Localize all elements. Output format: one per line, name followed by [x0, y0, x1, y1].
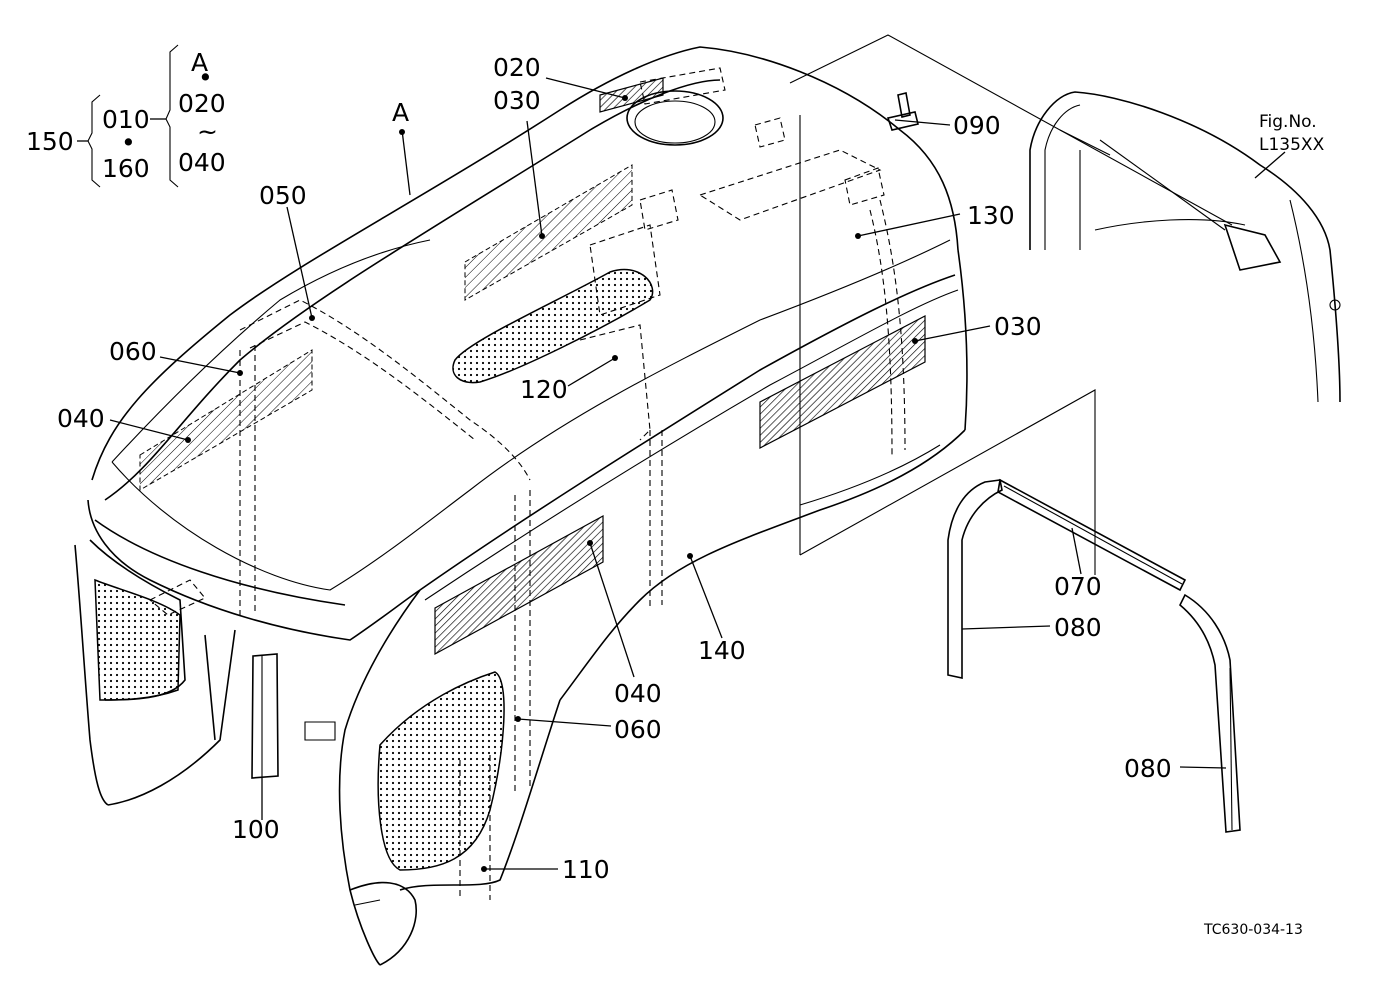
label-160: 160 — [102, 154, 150, 183]
label-040-group: 040 — [178, 148, 226, 177]
reference-view-frame — [1029, 91, 1341, 403]
label-130: 130 — [967, 201, 1015, 230]
label-050: 050 — [259, 181, 307, 210]
label-fig-no-value: L135XX — [1259, 135, 1325, 155]
label-bullet-2: • — [121, 128, 136, 157]
label-150: 150 — [26, 127, 74, 156]
leader-lines — [77, 77, 1286, 870]
label-040-lower: 040 — [614, 679, 662, 708]
label-tilde: ~ — [197, 117, 218, 146]
label-080-lower: 080 — [1124, 754, 1172, 783]
group-brackets — [87, 44, 179, 188]
cab-roof — [74, 46, 968, 966]
label-100: 100 — [232, 815, 280, 844]
explosion-lines — [789, 34, 1233, 575]
labels: A • 020 ~ 040 010 • 160 150 A 020 030 05… — [26, 48, 1325, 938]
label-010: 010 — [102, 105, 150, 134]
label-a-roof: A — [392, 98, 409, 127]
label-020: 020 — [493, 53, 541, 82]
bolt-090 — [886, 92, 919, 131]
label-a-group: A — [191, 48, 208, 77]
label-110: 110 — [562, 855, 610, 884]
label-140: 140 — [698, 636, 746, 665]
label-060-left: 060 — [109, 337, 157, 366]
label-090: 090 — [953, 111, 1001, 140]
label-060-lower: 060 — [614, 715, 662, 744]
label-030-right: 030 — [994, 312, 1042, 341]
label-070: 070 — [1054, 572, 1102, 601]
label-120: 120 — [520, 375, 568, 404]
label-fig-no: Fig.No. — [1259, 112, 1317, 132]
label-bullet-1: • — [198, 63, 213, 92]
drawing-reference: TC630-034-13 — [1203, 922, 1303, 938]
seal-parts — [947, 478, 1241, 833]
label-030-top: 030 — [493, 86, 541, 115]
label-080-upper: 080 — [1054, 613, 1102, 642]
label-040-left: 040 — [57, 404, 105, 433]
leader-dots — [185, 95, 918, 872]
label-020-group: 020 — [178, 89, 226, 118]
